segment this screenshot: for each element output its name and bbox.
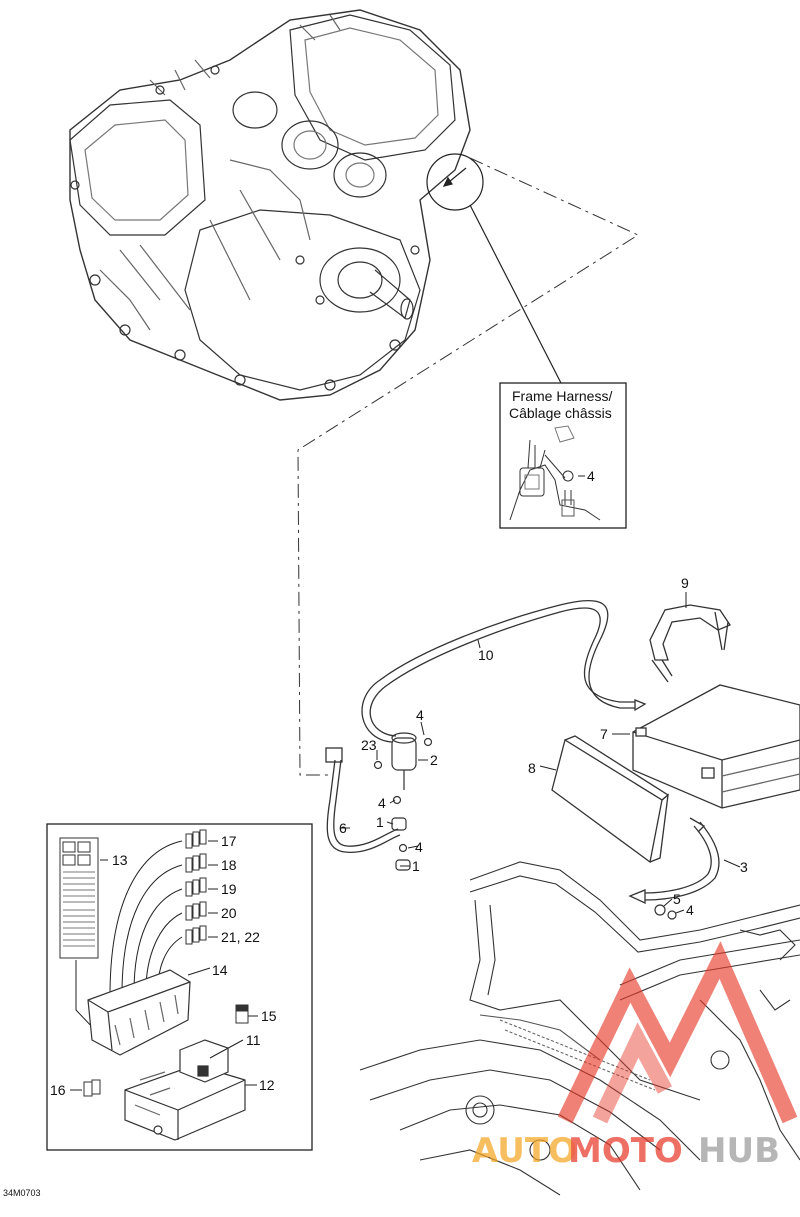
callout-21-22: 21, 22 (221, 929, 260, 945)
figure-code: 34M0703 (3, 1188, 41, 1198)
watermark-text-auto: AUTO (472, 1131, 577, 1171)
callout-9: 9 (681, 575, 689, 591)
fuse-leaders (75, 840, 183, 1031)
callout-3: 3 (740, 859, 748, 875)
callout-1-lower: 1 (412, 858, 420, 874)
engine-detail-marker (426, 153, 563, 386)
callout-15: 15 (261, 1008, 277, 1024)
cable-3-hardware (654, 904, 677, 920)
engine-drawing (69, 9, 471, 401)
callout-4-solenoid-low: 4 (415, 839, 423, 855)
vehicle-frame (359, 861, 800, 1196)
callout-18: 18 (221, 857, 237, 873)
watermark-text-hub: HUB (698, 1131, 780, 1171)
callout-7: 7 (600, 726, 608, 742)
fuse-box-inset: 13 17 18 19 20 21, 22 14 15 11 12 16 (46, 823, 313, 1151)
watermark-logo-mark (557, 941, 798, 1124)
callout-23: 23 (361, 737, 377, 753)
phantom-outline (297, 157, 640, 776)
fuse-box-cover-14 (87, 969, 191, 1056)
callout-14: 14 (212, 962, 228, 978)
callout-17: 17 (221, 833, 237, 849)
callout-inset-4: 4 (587, 468, 595, 484)
callout-8: 8 (528, 760, 536, 776)
callout-4-battery-cable: 4 (686, 902, 694, 918)
battery-pad (551, 735, 670, 864)
frame-harness-inset: Frame Harness/ Câblage châssis 4 (499, 382, 627, 529)
callout-4-solenoid-mid: 4 (378, 795, 386, 811)
inset-title-line2: Câblage châssis (509, 405, 612, 421)
fuse-label-13 (59, 837, 99, 959)
inset-title-line1: Frame Harness/ (512, 388, 612, 404)
ground-cable-3 (628, 817, 720, 905)
callout-19: 19 (221, 881, 237, 897)
battery (632, 684, 800, 809)
callout-13: 13 (112, 852, 128, 868)
callout-5: 5 (673, 891, 681, 907)
callout-10: 10 (478, 647, 494, 663)
relay-15 (235, 1004, 249, 1024)
callout-2: 2 (430, 752, 438, 768)
fuse-16 (83, 1079, 101, 1097)
ground-cable-6 (325, 747, 401, 853)
positive-cable-10 (361, 599, 647, 743)
automotohub-watermark: AUTO MOTO HUB (472, 941, 798, 1171)
callout-16: 16 (50, 1082, 66, 1098)
callout-12: 12 (259, 1077, 275, 1093)
fuse-box-base-12 (124, 1039, 246, 1141)
watermark-text-moto: MOTO (568, 1131, 683, 1171)
fuse-set (185, 829, 207, 945)
callout-4-solenoid-top: 4 (416, 707, 424, 723)
battery-strap (649, 604, 731, 683)
callout-leaders (340, 592, 741, 914)
callout-20: 20 (221, 905, 237, 921)
callout-6: 6 (339, 820, 347, 836)
starter-solenoid (373, 732, 433, 871)
callout-1-upper: 1 (376, 814, 384, 830)
callout-11: 11 (246, 1032, 261, 1048)
